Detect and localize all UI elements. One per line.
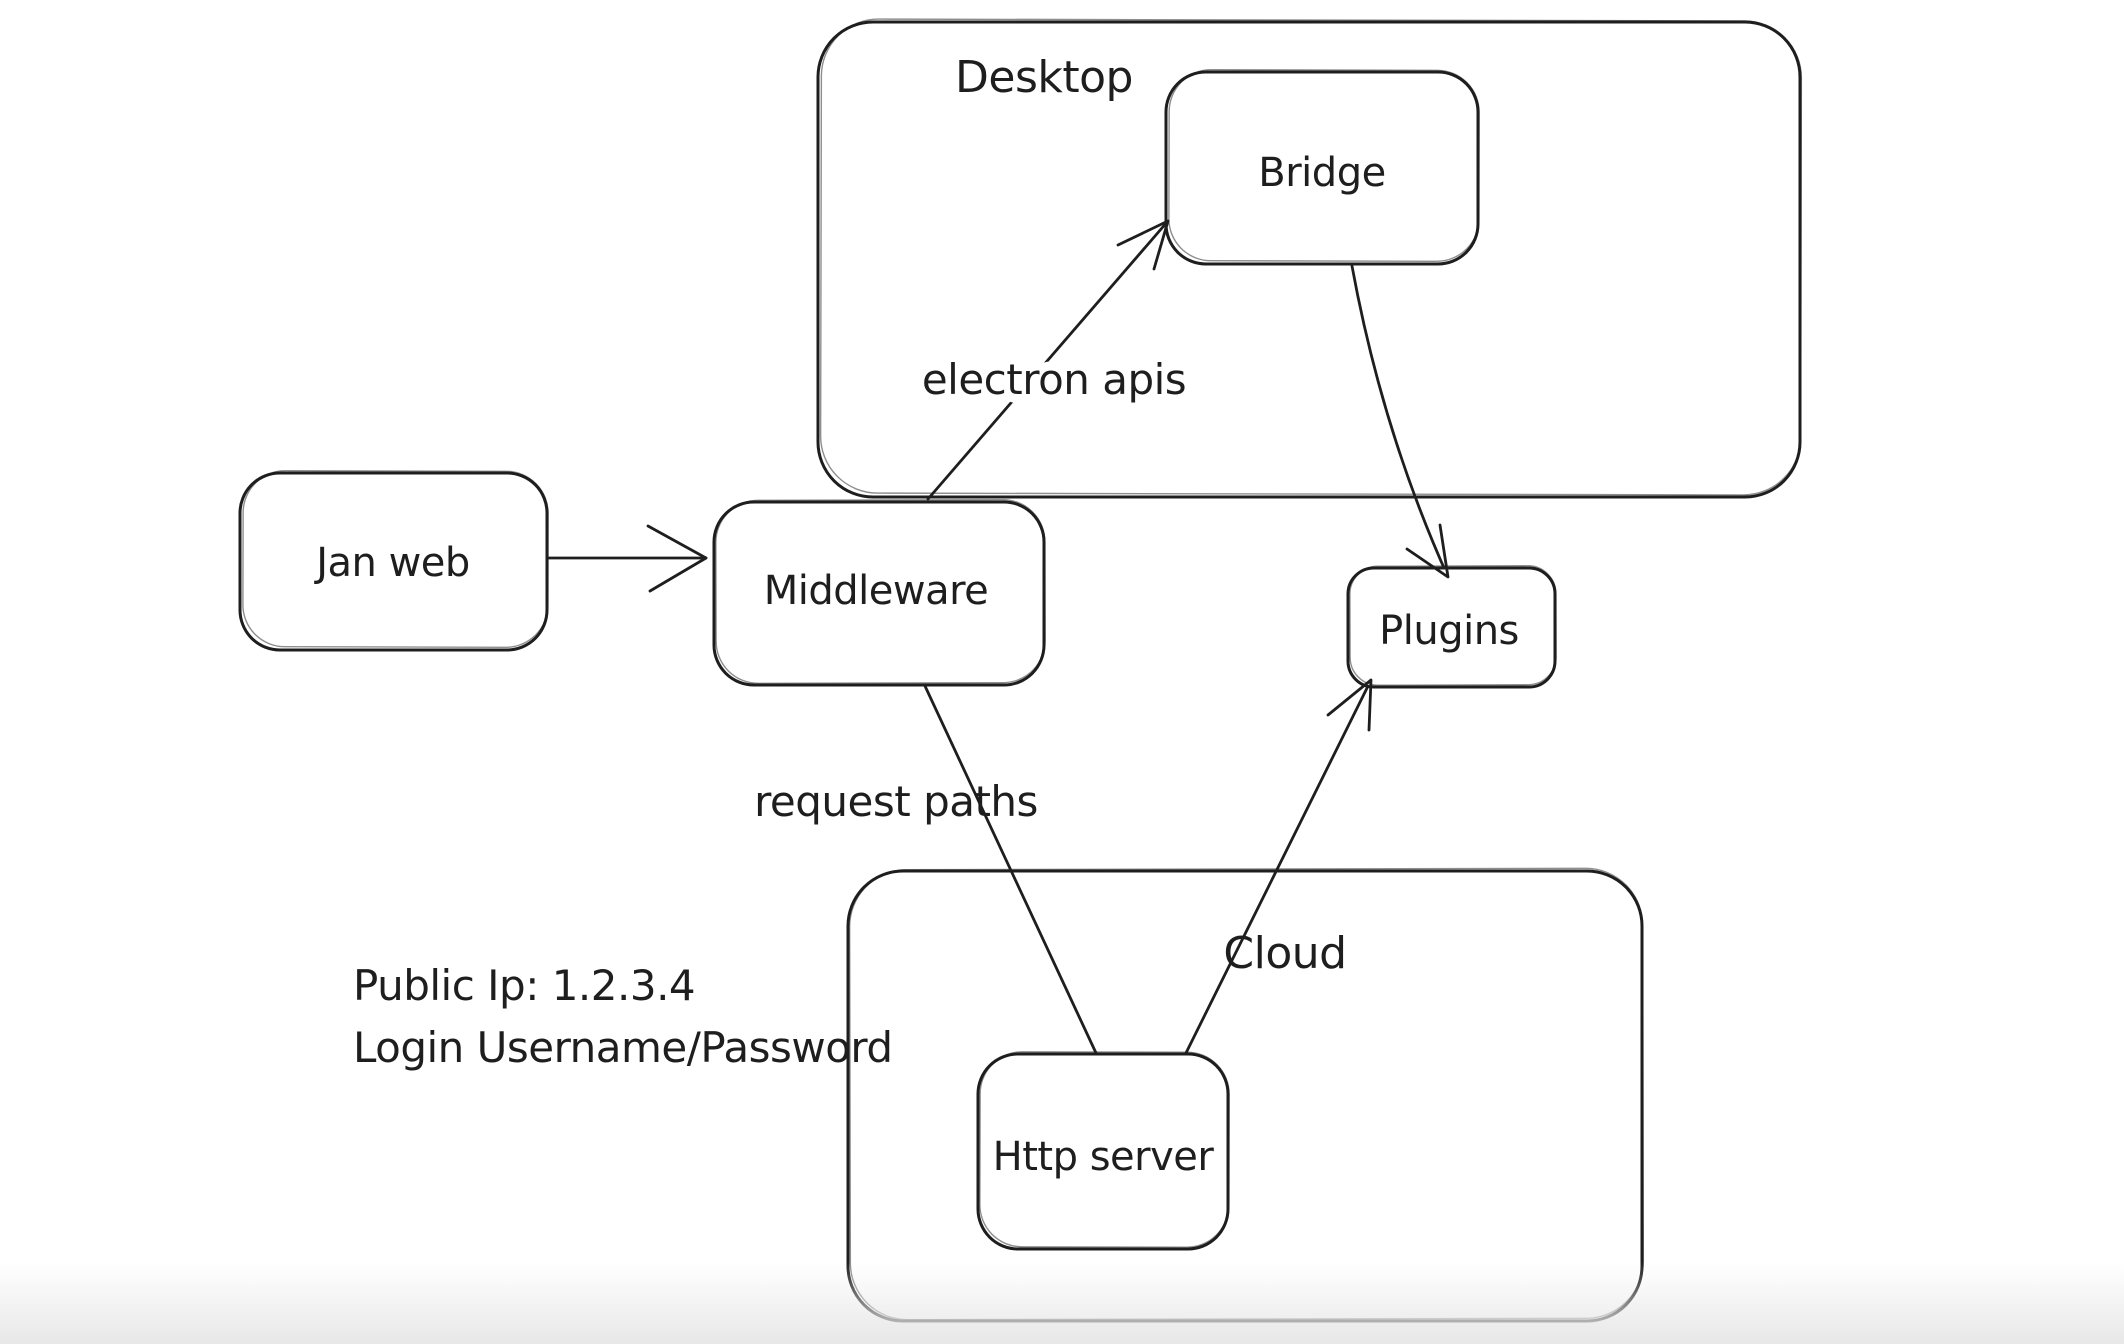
bridge-label: Bridge xyxy=(1258,150,1385,196)
plugins-rect[interactable] xyxy=(1346,566,1557,689)
node-http-server[interactable]: Http server xyxy=(976,1051,1230,1251)
jan-web-rect[interactable] xyxy=(238,471,549,652)
arrow-http-server-to-plugins[interactable] xyxy=(1184,678,1373,1055)
http-server-rect[interactable] xyxy=(976,1052,1230,1251)
bridge-rect[interactable] xyxy=(1164,70,1480,266)
bridge-echo-stroke xyxy=(1168,69,1480,263)
arrow-bridge-to-plugins[interactable] xyxy=(1350,264,1450,579)
container-desktop[interactable]: Desktop xyxy=(816,18,1803,499)
window-bottom-edge xyxy=(0,1262,2124,1344)
arrowhead-into-plugins-bottom xyxy=(1326,678,1373,732)
node-plugins[interactable]: Plugins xyxy=(1346,565,1557,689)
desktop-frame-echo-stroke xyxy=(819,18,1803,496)
desktop-frame-label[interactable]: Desktop xyxy=(955,52,1133,103)
cloud-frame-label[interactable]: Cloud xyxy=(1223,928,1347,979)
node-jan-web[interactable]: Jan web xyxy=(238,470,549,652)
arrowhead-into-bridge xyxy=(1116,219,1170,271)
node-middleware[interactable]: Middleware xyxy=(712,498,1046,687)
electron-apis-edge-label[interactable]: electron apis xyxy=(913,346,1196,413)
jan-web-echo-stroke xyxy=(242,470,549,648)
plugins-echo-stroke xyxy=(1349,565,1557,686)
arrowhead-into-plugins-top xyxy=(1405,523,1450,579)
jan-web-label: Jan web xyxy=(313,540,470,586)
connector-middleware-to-http-server[interactable] xyxy=(923,684,1098,1055)
login-credentials-note[interactable]: Login Username/Password xyxy=(353,1023,893,1072)
middleware-rect[interactable] xyxy=(712,500,1046,687)
desktop-frame-rect[interactable] xyxy=(816,20,1802,499)
arrow-middleware-to-bridge[interactable] xyxy=(926,219,1170,501)
middleware-label: Middleware xyxy=(764,568,989,614)
request-paths-edge-label[interactable]: request paths xyxy=(754,777,1038,826)
arrowhead-into-middleware xyxy=(646,524,708,593)
middleware-echo-stroke xyxy=(715,498,1046,685)
plugins-label: Plugins xyxy=(1379,608,1519,654)
http-server-label: Http server xyxy=(993,1134,1215,1180)
node-bridge[interactable]: Bridge xyxy=(1164,69,1480,266)
public-ip-note[interactable]: Public Ip: 1.2.3.4 xyxy=(353,961,696,1010)
http-server-echo-stroke xyxy=(979,1051,1230,1248)
